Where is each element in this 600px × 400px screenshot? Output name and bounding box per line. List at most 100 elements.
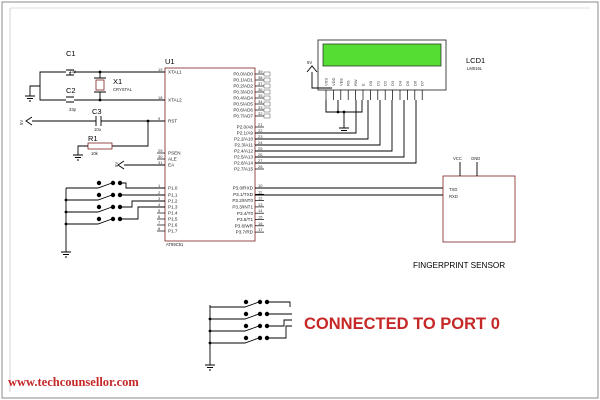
mcu-pin-number: 25: [258, 146, 263, 151]
mcu-pin-number: 11: [258, 189, 263, 194]
mcu-pin-number: 9: [158, 116, 161, 121]
p0-sw3-out: [267, 319, 292, 327]
mcu-pin-number: 37: [258, 81, 263, 86]
ground-symbol-1: [25, 95, 35, 102]
mcu-pin-number: 12: [258, 196, 263, 201]
mcu-pin-label: P0.5/AD5: [233, 102, 253, 107]
junction-lcd-gnd1: [336, 110, 340, 114]
lcd-pin-label: D3: [390, 80, 395, 86]
junction-sw3: [64, 210, 68, 214]
footer-url[interactable]: www.techcounsellor.com: [8, 375, 139, 389]
lcd-supply-label: 5V: [307, 60, 312, 65]
wire-d6: [255, 100, 405, 158]
ground-symbol-2: [73, 154, 83, 161]
port0-pullup: [263, 113, 271, 119]
mcu-pin-number: 27: [258, 158, 263, 163]
mcu-pin-label: RST: [168, 119, 177, 124]
c2-ref: C2: [66, 86, 76, 95]
lcd-pin-label: RS: [346, 80, 351, 86]
mcu-pin-label: P1.3: [168, 205, 178, 210]
x1-ref: X1: [113, 77, 122, 86]
mcu-pin-number: 31: [158, 160, 163, 165]
mcu-pin-number: 5: [158, 208, 161, 213]
lcd-supply-wire: [306, 65, 332, 89]
lcd-pin-label: VDD: [331, 77, 336, 86]
mcu-pin-label: P2.5/A13: [234, 155, 253, 160]
mcu-pin-number: 32: [258, 111, 263, 116]
mcu-pin-label: P2.7/A15: [234, 167, 253, 172]
lcd-pin-label: D0: [368, 80, 373, 86]
mcu-pin-number: 17: [258, 227, 263, 232]
wire-d4: [255, 100, 381, 146]
mcu-pin-label: XTAL2: [168, 98, 182, 103]
port0-callout: CONNECTED TO PORT 0: [304, 315, 500, 333]
mcu-pin-label: ALE: [168, 157, 177, 162]
r1-wire: [112, 121, 149, 147]
mcu-pin-number: 14: [258, 208, 263, 213]
mcu-pin-label: P3.4/T0: [237, 211, 254, 216]
fingerprint-sensor: VCC GND TXD RXD FINGERPRINT SENSOR: [413, 156, 516, 270]
mcu-pin-number: 30: [158, 154, 163, 159]
lcd-ref: LCD1: [466, 56, 485, 65]
lcd-pin-label: D5: [405, 80, 410, 86]
mcu-pin-number: 23: [258, 134, 263, 139]
port0-pullup: [263, 95, 271, 101]
mcu-pin-label: P3.3/INT1: [232, 205, 253, 210]
switch-3-lever: [66, 206, 113, 213]
mcu-pin-label: P0.0/AD0: [233, 72, 253, 77]
r1-value: 10k: [91, 151, 99, 156]
uart-wires: [255, 187, 443, 196]
mcu-body: [164, 67, 256, 242]
c3-value: 10u: [94, 127, 102, 132]
mcu-pin-number: 36: [258, 87, 263, 92]
sensor-pin-vcc: VCC: [453, 156, 462, 161]
p0-sw4-out: [267, 325, 292, 339]
wire-e: [255, 100, 369, 140]
switch-2-lever: [66, 194, 113, 201]
mcu-pin-number: 1: [158, 183, 161, 188]
port0-pullup: [263, 77, 271, 83]
ground-symbol-3: [61, 251, 71, 258]
mcu-pin-label: P3.5/T1: [237, 217, 254, 222]
mcu-pin-label: P2.2/A10: [234, 137, 253, 142]
ground-symbol-4: [339, 127, 349, 134]
sensor-power-leads: [459, 162, 478, 176]
mcu-part: AT89C51: [166, 242, 184, 247]
mcu-pin-label: P1.0: [168, 186, 178, 191]
c1-value: 33p: [69, 69, 77, 74]
mcu-pin-number: 39: [258, 69, 263, 74]
lcd-pin-label: D6: [412, 80, 417, 86]
reset-circuit: 5V C3 10u R1 10k: [19, 107, 165, 161]
mcu-ref: U1: [165, 57, 175, 66]
wire-d7: [255, 100, 417, 164]
mcu-pin-label: P0.6/AD6: [233, 108, 253, 113]
port0-pullup: [263, 89, 271, 95]
mcu-pin-number: 35: [258, 93, 263, 98]
mcu-pin-number: 22: [258, 128, 263, 133]
p2-lcd-bus: [255, 100, 417, 164]
mcu-pin-label: P1.7: [168, 229, 178, 234]
lcd-pin-label: D7: [420, 80, 425, 86]
p0-switch-3-lever: [210, 325, 260, 332]
resistor-r1: [87, 142, 113, 150]
mcu-pin-label: P0.3/AD3: [233, 90, 253, 95]
mcu-pin-label: P3.2/INT0: [232, 198, 253, 203]
mcu-pin-number: 33: [258, 105, 263, 110]
wire-rs: [255, 100, 357, 134]
mcu-pin-label: P1.5: [168, 217, 178, 222]
lcd-screen: [322, 43, 442, 67]
junction-sw2: [64, 198, 68, 202]
port0-pullup: [263, 101, 271, 107]
microcontroller-u1: U1 AT89C51 XTAL119XTAL218RST9PSEN29ALE30…: [157, 57, 271, 247]
mcu-right-pins: P0.0/AD039P0.1/AD138P0.2/AD237P0.3/AD336…: [232, 69, 271, 235]
p0-sw1-out: [267, 301, 291, 307]
mcu-pin-label: P1.6: [168, 223, 178, 228]
mcu-pin-number: 18: [158, 95, 163, 100]
mcu-pin-number: 2: [158, 190, 161, 195]
switch-4-lever: [66, 218, 113, 225]
junction-lcd-gnd2: [342, 110, 346, 114]
c1-capacitor-symbol: [66, 69, 74, 76]
port0-pullup: [263, 83, 271, 89]
